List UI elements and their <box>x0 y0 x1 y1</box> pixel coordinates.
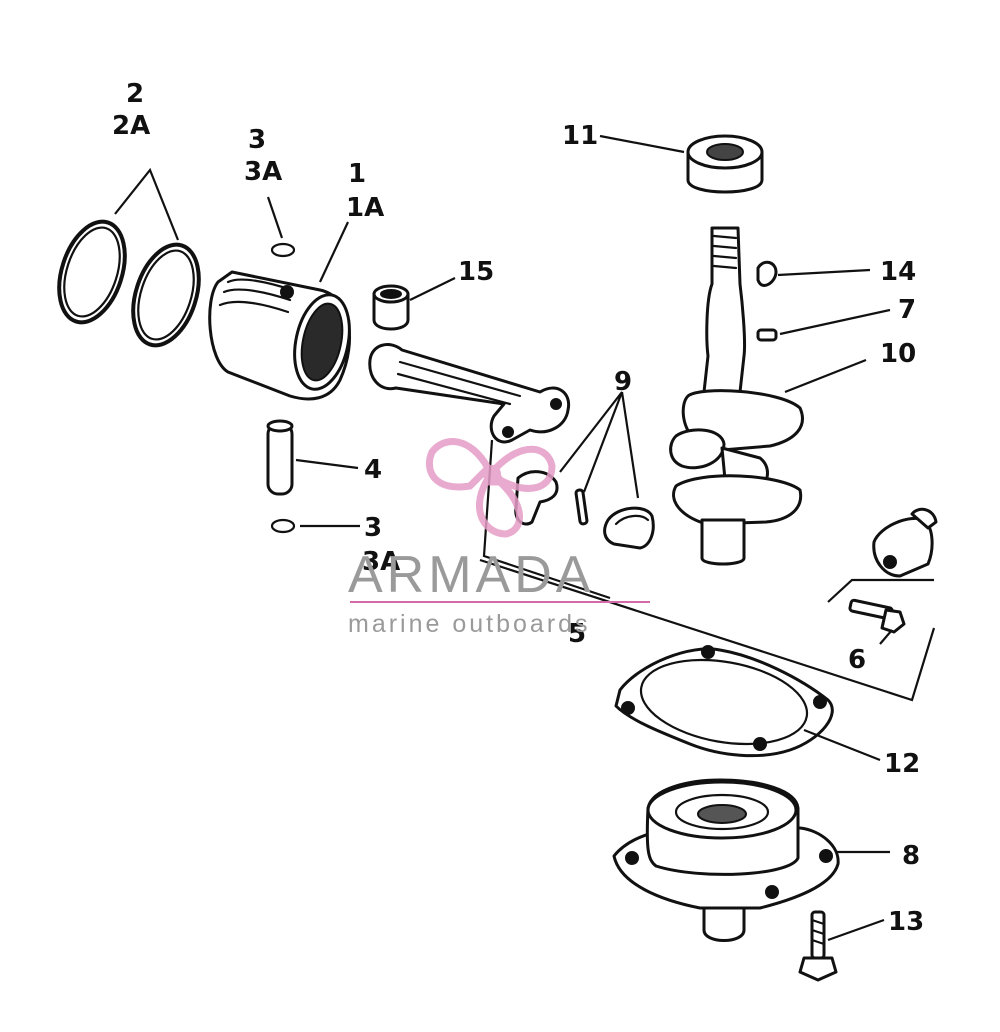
lower-bearing-housing <box>612 778 840 942</box>
leader-4 <box>295 458 359 470</box>
leader-15 <box>409 277 456 301</box>
callout-3-top: 3 <box>248 125 266 155</box>
rod-cap-assembly <box>872 507 938 578</box>
callout-15: 15 <box>458 257 494 287</box>
bearing-needle <box>574 488 589 526</box>
piston-ring-right <box>131 242 201 348</box>
watermark-tagline: marine outboards <box>348 610 591 638</box>
leader-11 <box>599 134 685 154</box>
watermark-brand: ARMADA <box>348 546 594 604</box>
callout-3-bottom: 3 <box>364 513 382 543</box>
leader-10 <box>784 358 867 394</box>
callout-12: 12 <box>884 749 920 779</box>
leader-5-box <box>479 558 936 702</box>
leader-6-box <box>827 578 934 603</box>
callout-6: 6 <box>848 645 866 675</box>
callout-2: 2 <box>126 79 144 109</box>
leader-12 <box>803 728 881 762</box>
callout-3a-bottom: 3A <box>362 547 400 577</box>
callout-7: 7 <box>898 295 916 325</box>
leader-9-b <box>620 391 640 499</box>
callout-9: 9 <box>614 367 632 397</box>
leader-14 <box>777 268 871 277</box>
callout-4: 4 <box>364 455 382 485</box>
locating-pin <box>756 328 778 342</box>
retaining-ring-bottom <box>270 518 296 534</box>
connecting-rod <box>368 343 571 444</box>
crankshaft <box>669 226 804 566</box>
rod-cap-half-right <box>603 506 655 550</box>
leader-6 <box>879 629 893 645</box>
callout-10: 10 <box>880 339 916 369</box>
callout-1: 1 <box>348 159 366 189</box>
callout-1a: 1A <box>346 193 384 223</box>
leader-13 <box>827 918 885 942</box>
wrist-pin <box>266 419 294 496</box>
callout-3a-top: 3A <box>244 157 282 187</box>
leader-7 <box>779 308 891 336</box>
leader-3-top <box>266 196 284 239</box>
callout-11: 11 <box>562 121 598 151</box>
retaining-ring-top <box>270 242 296 258</box>
leader-2 <box>114 167 180 241</box>
piston-ring-left <box>57 219 127 325</box>
leader-1 <box>319 221 349 283</box>
callout-13: 13 <box>888 907 924 937</box>
callout-5: 5 <box>568 619 586 649</box>
housing-screw <box>798 910 838 982</box>
propeller-logo-icon <box>425 438 556 538</box>
callout-2a: 2A <box>112 111 150 141</box>
callout-14: 14 <box>880 257 916 287</box>
woodruff-key <box>756 260 778 287</box>
piston <box>208 270 352 401</box>
callout-8: 8 <box>902 841 920 871</box>
rod-cap-screw <box>848 598 906 634</box>
needle-bearing <box>372 284 410 331</box>
gasket <box>614 645 834 758</box>
crankshaft-seal <box>686 134 764 194</box>
